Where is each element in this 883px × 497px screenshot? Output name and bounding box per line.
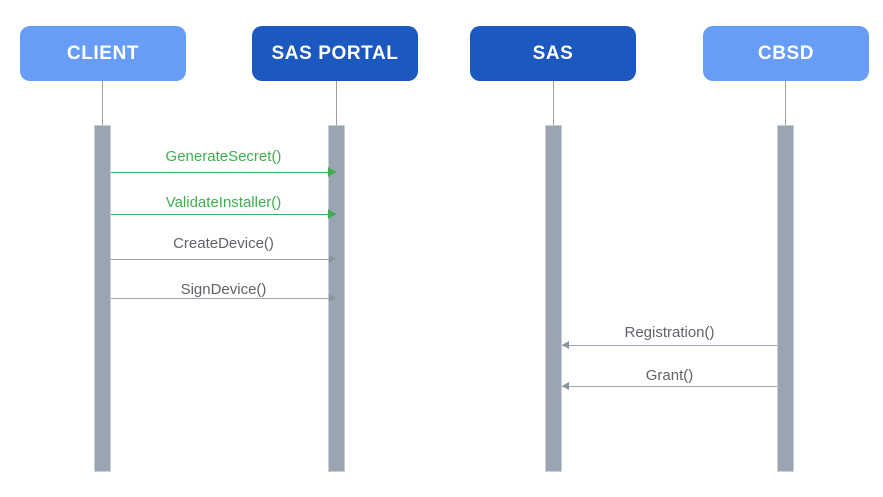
actor-label-cbsd: CBSD xyxy=(757,43,815,64)
actor-label-sas-portal: SAS PORTAL xyxy=(271,43,399,64)
message-label-validate-installer: ValidateInstaller() xyxy=(165,194,282,211)
lifeline-sas-portal xyxy=(336,81,337,125)
actor-label-client: CLIENT xyxy=(66,43,140,64)
message-arrowhead-sign-device xyxy=(329,294,336,302)
message-arrowhead-create-device xyxy=(329,255,336,263)
message-line-validate-installer xyxy=(111,214,336,215)
message-line-grant xyxy=(562,386,777,387)
lifeline-sas xyxy=(553,81,554,125)
message-arrowhead-generate-secret xyxy=(328,167,336,177)
message-arrowhead-grant xyxy=(562,382,569,390)
message-label-registration: Registration() xyxy=(624,324,715,341)
message-label-generate-secret: GenerateSecret() xyxy=(165,148,282,165)
actor-box-cbsd[interactable]: CBSD xyxy=(703,26,869,81)
actor-box-sas-portal[interactable]: SAS PORTAL xyxy=(252,26,418,81)
activation-bar-cbsd xyxy=(777,125,794,472)
actor-box-client[interactable]: CLIENT xyxy=(20,26,186,81)
actor-box-sas[interactable]: SAS xyxy=(470,26,636,81)
message-arrowhead-registration xyxy=(562,341,569,349)
message-line-sign-device xyxy=(111,298,336,299)
message-line-create-device xyxy=(111,259,336,260)
activation-bar-sas xyxy=(545,125,562,472)
activation-bar-client xyxy=(94,125,111,472)
lifeline-client xyxy=(102,81,103,125)
actor-label-sas: SAS xyxy=(532,43,574,64)
message-line-generate-secret xyxy=(111,172,336,173)
lifeline-cbsd xyxy=(785,81,786,125)
message-label-create-device: CreateDevice() xyxy=(173,235,274,252)
message-label-grant: Grant() xyxy=(645,367,694,384)
message-arrowhead-validate-installer xyxy=(328,209,336,219)
message-line-registration xyxy=(562,345,777,346)
message-label-sign-device: SignDevice() xyxy=(180,281,267,298)
